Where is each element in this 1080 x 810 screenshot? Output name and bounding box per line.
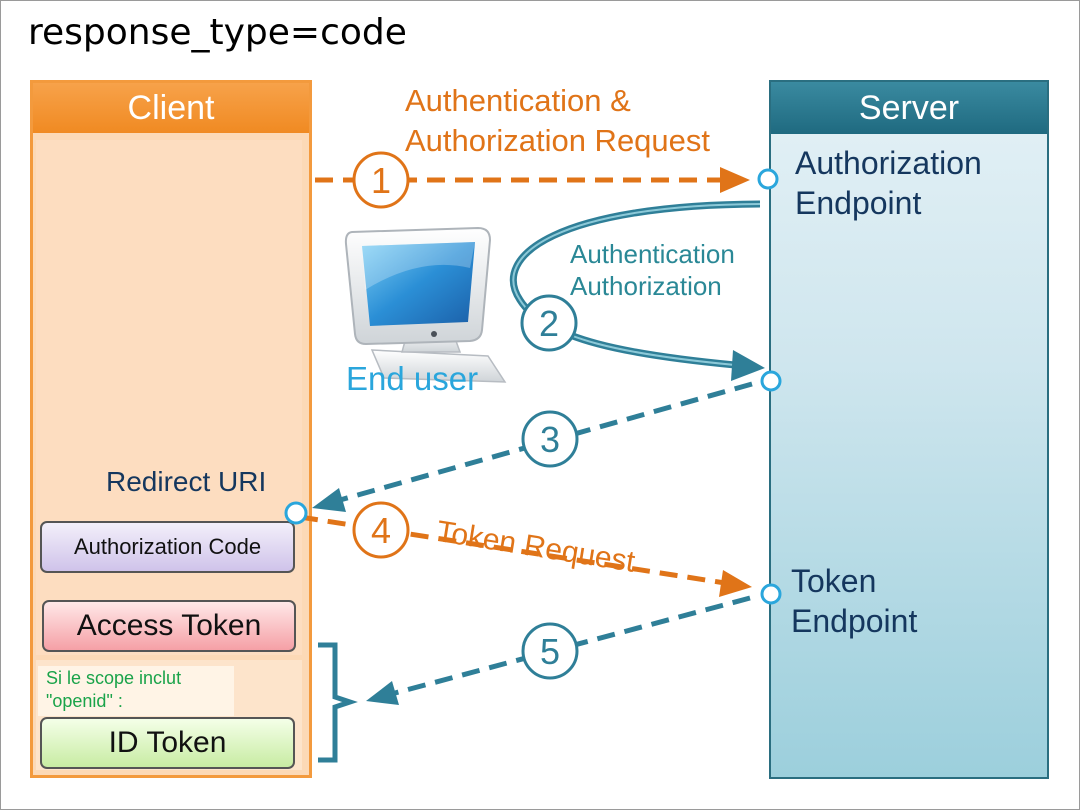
authentication-authorization-label: Authentication Authorization bbox=[570, 238, 735, 302]
token-endpoint-line1: Token bbox=[791, 563, 877, 599]
authorization-endpoint-connector bbox=[757, 168, 779, 190]
authorization-endpoint-line1: Authorization bbox=[795, 145, 982, 181]
step3-arrow bbox=[312, 381, 753, 512]
authorization-label: Authorization bbox=[570, 271, 722, 301]
authorization-endpoint-label: Authorization Endpoint bbox=[795, 143, 982, 223]
authentication-label: Authentication bbox=[570, 239, 735, 269]
authorization-endpoint-line2: Endpoint bbox=[795, 185, 922, 221]
step4-badge: 4 bbox=[352, 501, 410, 559]
authorization-return-connector bbox=[760, 370, 782, 392]
redirect-uri-connector bbox=[284, 501, 308, 525]
desktop-computer-icon bbox=[344, 226, 507, 383]
server-header: Server bbox=[771, 82, 1047, 134]
authorization-request-label: Authentication & Authorization Request bbox=[405, 81, 710, 161]
scope-note-background bbox=[38, 666, 234, 716]
client-header: Client bbox=[33, 83, 309, 133]
token-endpoint-label: Token Endpoint bbox=[791, 561, 917, 641]
step3-badge: 3 bbox=[521, 410, 579, 468]
step5-number: 5 bbox=[540, 631, 560, 672]
page-title: response_type=code bbox=[28, 12, 407, 53]
authorization-code-box: Authorization Code bbox=[40, 521, 295, 573]
redirect-uri-label: Redirect URI bbox=[106, 466, 267, 497]
scope-note-line1: Si le scope inclut bbox=[46, 668, 182, 688]
step1-number: 1 bbox=[371, 160, 391, 201]
step2-number: 2 bbox=[539, 303, 559, 344]
token-endpoint-line2: Endpoint bbox=[791, 603, 918, 639]
access-token-box: Access Token bbox=[42, 600, 296, 652]
step2-badge: 2 bbox=[520, 294, 578, 352]
token-endpoint-connector bbox=[760, 583, 782, 605]
scope-note: Si le scope inclut "openid" : bbox=[46, 667, 236, 713]
token-group-bracket bbox=[318, 642, 358, 763]
step2-curved-arrow bbox=[509, 200, 765, 381]
scope-note-line2: "openid" : bbox=[46, 691, 123, 711]
authorization-request-line1: Authentication & bbox=[405, 83, 631, 118]
authorization-request-line2: Authorization Request bbox=[405, 123, 711, 158]
step1-badge: 1 bbox=[352, 151, 410, 209]
id-token-box: ID Token bbox=[40, 717, 295, 769]
end-user-label: End user bbox=[346, 360, 479, 397]
server-panel bbox=[769, 80, 1049, 779]
step4-number: 4 bbox=[371, 510, 391, 551]
step5-badge: 5 bbox=[521, 622, 579, 680]
step3-number: 3 bbox=[540, 419, 560, 460]
